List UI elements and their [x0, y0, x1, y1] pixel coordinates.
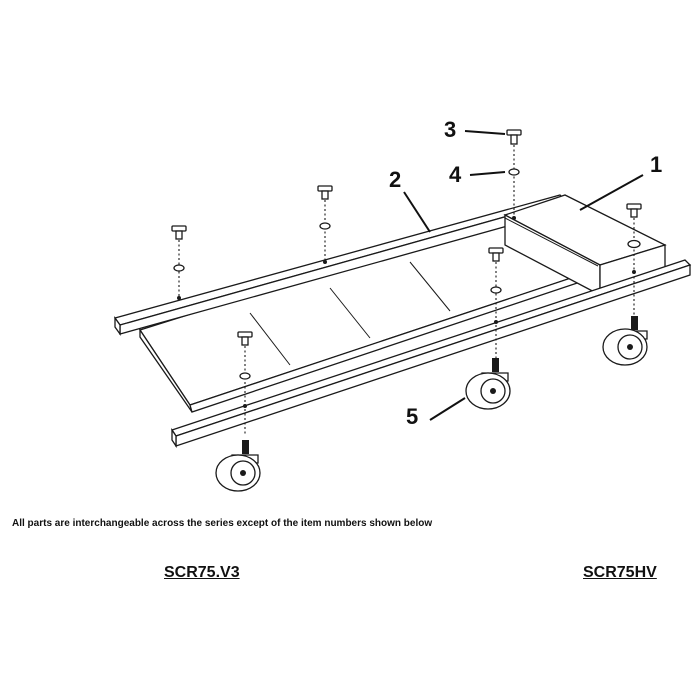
frame-rail-front — [170, 259, 692, 449]
bolt-stack-right-front — [626, 203, 642, 316]
callout-1: 1 — [650, 152, 662, 177]
interchangeability-note: All parts are interchangeable across the… — [12, 518, 433, 529]
callout-5: 5 — [406, 404, 418, 429]
headrest — [503, 194, 667, 297]
bolt-stack-left-front — [237, 331, 253, 435]
bolt-stack-mid-front — [488, 247, 504, 358]
bolt-stack-mid-back — [317, 185, 333, 264]
callout-leaders — [403, 130, 644, 421]
callout-2: 2 — [389, 167, 401, 192]
caster-middle — [465, 358, 511, 410]
bolt-stack-right-back — [506, 129, 522, 220]
caster-right — [602, 316, 648, 366]
exploded-parts-diagram: 1 2 3 4 5 — [113, 117, 692, 492]
bolt-stack-left-back — [171, 225, 187, 300]
caster-left — [215, 440, 261, 492]
callout-4: 4 — [449, 162, 462, 187]
callout-3: 3 — [444, 117, 456, 142]
caster-wheels — [215, 316, 648, 492]
model-label-left: SCR75.V3 — [164, 564, 240, 581]
bolt-stacks — [171, 129, 642, 435]
model-label-right: SCR75HV — [583, 564, 657, 581]
